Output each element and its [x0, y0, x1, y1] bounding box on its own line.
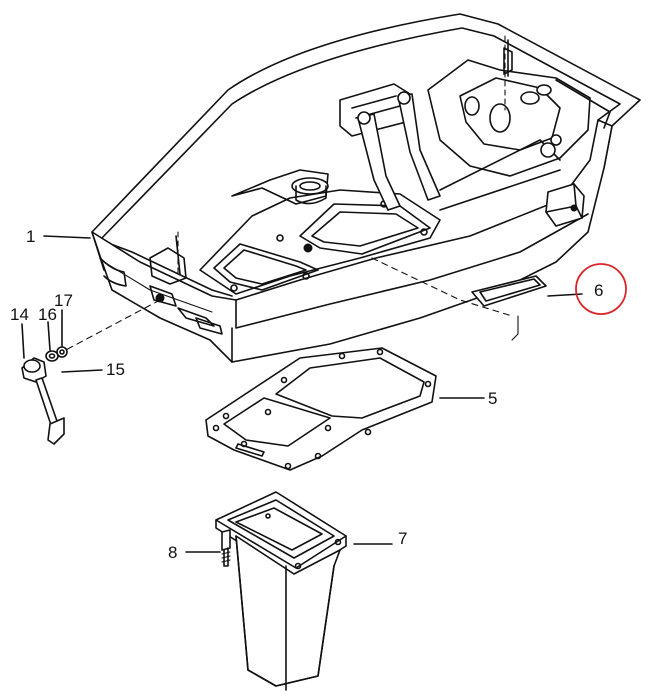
leader-lines: [21, 235, 583, 553]
part-6-plate: [471, 275, 547, 307]
part-7-exhaust-boot: [215, 491, 347, 691]
assembly-line-6-tail: [511, 315, 519, 341]
callout-17: 17: [54, 291, 73, 310]
part-17-nut: [56, 346, 68, 358]
callout-1: 1: [26, 227, 35, 246]
highlight-circle-6: [575, 263, 627, 315]
callout-14: 14: [10, 305, 29, 324]
callout-15: 15: [106, 360, 125, 379]
callout-8: 8: [168, 543, 177, 562]
callout-5: 5: [488, 389, 497, 408]
assembly-line-14: [61, 299, 161, 353]
assembly-line-6: [371, 257, 513, 317]
callout-6: 6: [594, 281, 603, 300]
part-16-washer: [45, 350, 59, 362]
part-5-gasket: [205, 347, 437, 471]
part-14-lever: [21, 357, 65, 445]
part-1-lower-cover: [91, 13, 641, 363]
callout-7: 7: [398, 529, 407, 548]
callout-16: 16: [38, 305, 57, 324]
part-8-screw: [221, 529, 231, 567]
